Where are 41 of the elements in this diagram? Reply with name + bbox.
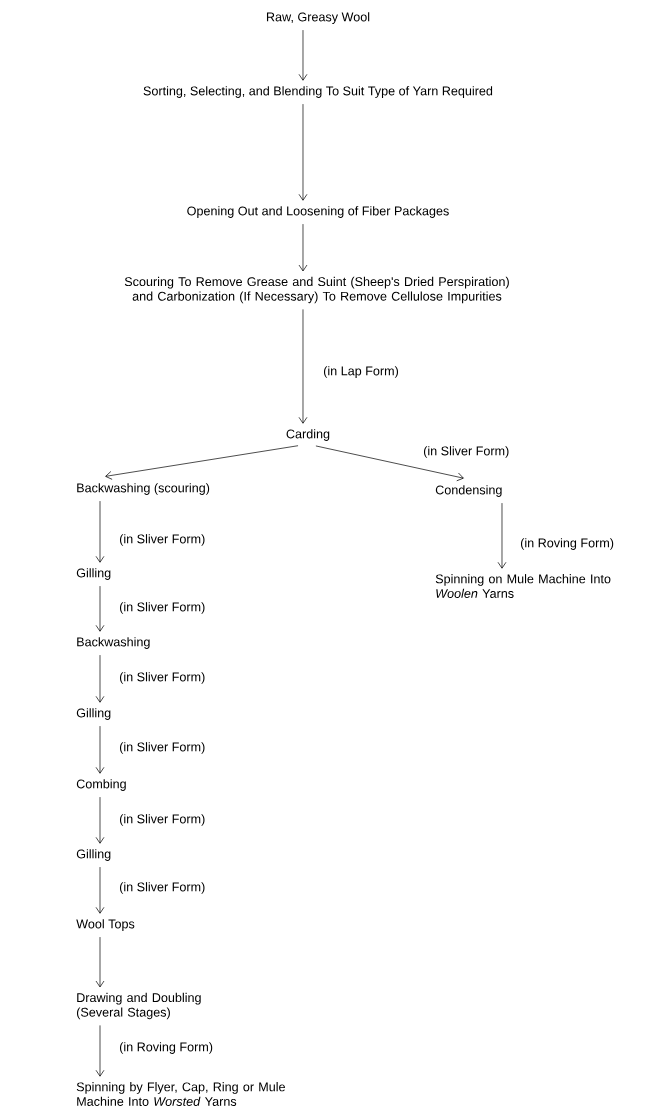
edge-label: (in Lap Form) [322,365,400,379]
arrow [95,585,105,632]
arrow [95,654,105,703]
step-text: Combing [76,779,126,791]
step-text: Drawing and Doubling (Several Stages) [77,992,201,1020]
edge-label: (in Sliver Form) [118,813,207,827]
edge-label: (in Sliver Form) [118,881,207,895]
step-text: Backwashing (scouring) [77,483,210,495]
step-text: Condensing [435,485,502,497]
arrow [95,1025,105,1077]
step-text: Raw, Greasy Wool [267,12,370,24]
arrow [95,936,105,988]
step-text: Gilling [76,568,111,580]
arrow [95,796,105,844]
arrow [298,223,308,272]
arrow [298,309,308,424]
step-text: Gilling [76,849,111,861]
edge-label: (in Roving Form) [118,1041,214,1055]
step-text: Carding [286,429,330,441]
step-text: Backwashing [77,637,150,649]
step-text: Wool Tops [76,919,135,931]
edge-label: (in Sliver Form) [118,601,207,615]
arrow [298,103,308,201]
arrow [95,866,105,914]
arrow [497,502,507,569]
step-text: Spinning by Flyer, Cap, Ring or Mule Machine Into Worsted Yarns [76,1082,285,1106]
arrow [95,500,105,563]
edge-label: (in Sliver Form) [118,741,207,755]
edge-label: (in Sliver Form) [422,445,511,459]
arrow [315,445,464,482]
edge-label: (in Roving Form) [519,537,615,551]
step-text: Opening Out and Loosening of Fiber Packages [187,206,449,218]
arrow [105,445,299,480]
edge-label: (in Sliver Form) [118,533,207,547]
arrow [298,29,308,81]
edge-label: (in Sliver Form) [118,671,207,685]
arrow [95,725,105,774]
step-text: Gilling [76,708,111,720]
step-text: Scouring To Remove Grease and Suint (Sheep's Dried Perspiration) and Carbonization (If Necessary) To Remove Cellulose Impurities [124,276,509,304]
step-text: Spinning on Mule Machine Into Woolen Yarns [435,574,611,598]
step-text: Sorting, Selecting, and Blending To Suit Type of Yarn Required [143,86,493,98]
